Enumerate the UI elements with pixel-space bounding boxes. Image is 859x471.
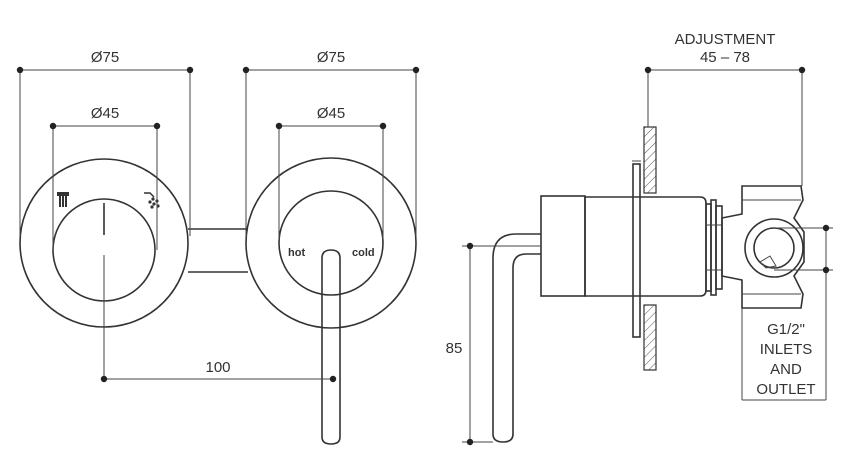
left-outer-diameter-label: Ø75 [91, 49, 119, 66]
dim-left-inner: Ø45 [49, 105, 161, 250]
side-view: ADJUSTMENT 45 – 78 85 G1/2" [446, 31, 833, 446]
handle-cap [540, 195, 586, 297]
wall-section-upper [643, 126, 657, 194]
side-lever [492, 233, 541, 443]
rear-housing [721, 185, 805, 309]
right-outer-diameter-label: Ø75 [317, 49, 345, 66]
dim-left-outer: Ø75 [16, 49, 194, 236]
inlet-port-detail [759, 255, 777, 269]
left-inner-diameter-label: Ø45 [91, 105, 119, 122]
inlet-port-outer [744, 218, 804, 278]
wall-section-lower [643, 304, 657, 371]
dim-connection: G1/2" INLETS AND OUTLET [741, 224, 833, 401]
right-inner-diameter-label: Ø45 [317, 105, 345, 122]
connection-line-2: INLETS [760, 341, 813, 358]
mixer-lever [321, 249, 341, 445]
hot-label: hot [288, 247, 305, 259]
connection-line-4: OUTLET [756, 381, 815, 398]
adjustment-range: 45 – 78 [700, 49, 750, 66]
connection-line-3: AND [770, 361, 802, 378]
dim-height: 85 [446, 242, 541, 446]
dim-right-outer: Ø75 [242, 49, 420, 236]
connecting-bar [188, 228, 248, 273]
dim-centre-distance: 100 [100, 255, 337, 383]
tap-outlet-icon [57, 192, 69, 207]
centre-distance-label: 100 [205, 359, 230, 376]
valve-body [584, 196, 707, 297]
side-cover-plate [632, 163, 641, 338]
front-view: hot cold Ø75 Ø45 Ø75 [16, 49, 420, 445]
dim-adjustment: ADJUSTMENT 45 – 78 [644, 31, 806, 186]
valve-rings [705, 199, 723, 296]
dim-right-inner: Ø45 [275, 105, 387, 240]
adjustment-title: ADJUSTMENT [675, 31, 776, 48]
cold-label: cold [352, 247, 375, 259]
height-label: 85 [446, 340, 463, 357]
right-mixer-body [278, 190, 384, 296]
connection-line-1: G1/2" [767, 321, 805, 338]
right-cover-plate [245, 157, 417, 329]
